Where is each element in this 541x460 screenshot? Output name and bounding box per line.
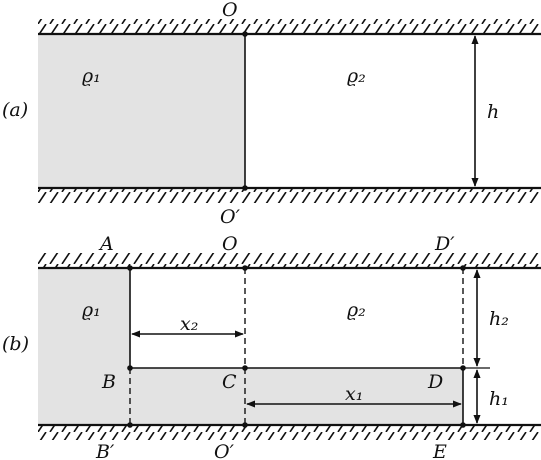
panel-b-label-a: A [98,233,114,255]
panel-b-bottom-wall-hatch [38,426,541,440]
panel-a-label-rho1: ϱ₁ [82,65,101,87]
panel-b-point-b-prime [127,422,133,428]
panel-a-point-o-prime [242,185,248,191]
panel-b-point-b [127,365,133,371]
panel-b-label-h2: h₂ [489,308,509,330]
panel-b-point-o [242,265,248,271]
panel-a-point-o [242,31,248,37]
panel-b-point-a [127,265,133,271]
panel-a: (a) O O′ ϱ₁ ϱ₂ h [2,0,541,228]
panel-a-label-o: O [222,0,238,21]
panel-b-label-d-prime: D′ [434,233,455,255]
panel-a-fluid1-region [38,34,245,188]
panel-b-label-h1: h₁ [489,388,509,410]
panel-a-label-h: h [487,101,499,123]
panel-b-label-o-prime: O′ [214,441,235,460]
panel-b-point-o-prime [242,422,248,428]
panel-b-point-e [460,422,466,428]
panel-a-top-wall-hatch [38,19,541,33]
panel-b: (b) A O D′ B C D B′ O′ E ϱ₁ ϱ₂ x₂ x₁ h₂ … [2,233,541,460]
panel-b-label-e: E [432,441,447,460]
panel-b-label-x1: x₁ [345,383,363,405]
panel-a-tag: (a) [2,99,28,121]
panel-a-label-o-prime: O′ [220,206,241,228]
panel-b-tag: (b) [2,333,29,355]
panel-b-label-o: O [222,233,238,255]
panel-b-fluid1-bottom-layer [130,368,463,425]
panel-b-fluid1-left-column [38,268,130,425]
panel-b-label-rho1: ϱ₁ [82,299,101,321]
panel-b-label-x2: x₂ [180,313,198,335]
panel-b-point-c [242,365,248,371]
panel-b-label-d: D [427,371,443,393]
panel-a-label-rho2: ϱ₂ [347,65,366,87]
panel-b-top-wall-hatch [38,253,541,267]
panel-a-bottom-wall-hatch [38,189,541,203]
panel-b-label-b-prime: B′ [95,441,115,460]
panel-b-label-c: C [222,371,237,393]
panel-b-label-b: B [101,371,116,393]
panel-b-point-d [460,365,466,371]
panel-b-label-rho2: ϱ₂ [347,299,366,321]
panel-b-point-d-prime [460,265,466,271]
